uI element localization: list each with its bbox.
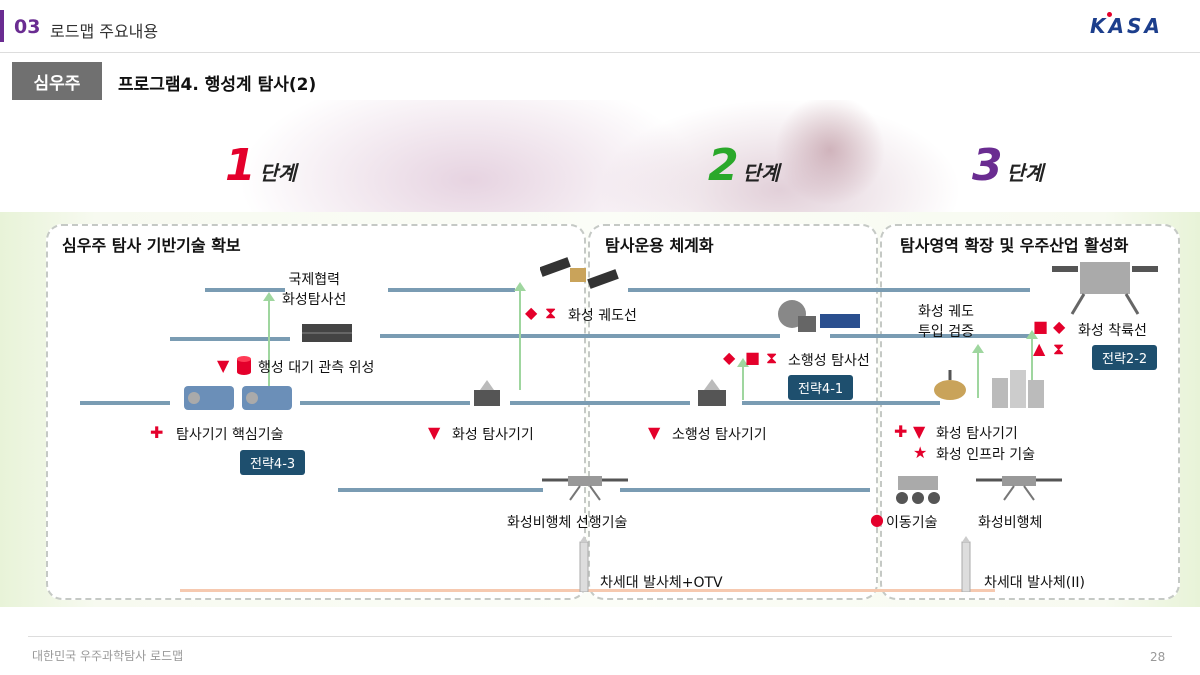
track-line (380, 334, 780, 338)
page-subtitle: 프로그램4. 행성계 탐사(2) (118, 75, 317, 95)
triangle-down-icon: ▼ (648, 423, 661, 442)
hourglass-icon: ⧗ (766, 348, 778, 367)
mars-aircraft-tech-image (542, 476, 628, 501)
header-divider (0, 52, 1200, 53)
stage-3-label: 단계 (1006, 161, 1044, 185)
mars-orbiter-label: 화성 궤도선 (568, 308, 637, 324)
asteroid-instrument-image (698, 379, 726, 406)
orbit-insertion-label: 화성 궤도 투입 검증 (918, 304, 974, 340)
triangle-down-icon: ▼ (217, 356, 230, 375)
header-accent-bar (0, 10, 4, 42)
logo-dot-icon (1107, 12, 1112, 17)
track-line (80, 401, 170, 405)
stage-1-box-title: 심우주 탐사 기반기술 확보 (62, 236, 241, 255)
track-line (620, 488, 870, 492)
track-line (170, 337, 290, 341)
square-icon: ■ (745, 348, 761, 367)
track-line (742, 401, 940, 405)
kasa-logo: KASA (1090, 14, 1163, 38)
mars-lander-image (1052, 262, 1158, 315)
triangle-up-icon: ▲ (1033, 339, 1046, 358)
mars-instrument-label: 화성 탐사기기 (452, 427, 534, 443)
track-line (510, 401, 690, 405)
mars-infra-label: 화성 인프라 기술 (936, 447, 1036, 463)
stage-2-box (588, 224, 878, 600)
asteroid-instrument-label: 소행성 탐사기기 (672, 427, 767, 443)
track-line (300, 401, 470, 405)
asteroid-spacecraft-label: 소행성 탐사선 (788, 353, 870, 369)
mars-aircraft-label: 화성비행체 (978, 515, 1043, 531)
diamond-icon: ◆ (525, 303, 538, 322)
progress-arrow (972, 344, 984, 398)
strategy-2-2-tag: 전략2-2 (1092, 345, 1158, 370)
mars-instrument-image (474, 380, 500, 406)
mars-infra-image (992, 370, 1044, 408)
progress-arrow (1026, 330, 1038, 400)
mars-instrument-label: 화성 탐사기기 (936, 426, 1018, 442)
cylinder-icon (237, 356, 251, 375)
nextgen-otv-label: 차세대 발사체+OTV (600, 575, 723, 591)
stage-1-label: 단계 (259, 161, 297, 185)
atmosphere-satellite-label: 행성 대기 관측 위성 (258, 360, 375, 376)
triangle-down-icon: ▼ (913, 422, 926, 441)
triangle-down-icon: ▼ (428, 423, 441, 442)
mars-lander-label: 화성 착륙선 (1078, 323, 1147, 339)
progress-arrow (737, 358, 749, 400)
star-icon: ★ (913, 443, 928, 462)
strategy-4-3-tag: 전략4-3 (240, 450, 306, 475)
asteroid-spacecraft-image (778, 300, 860, 332)
progress-arrow (263, 292, 275, 396)
stage-1-number: 1 (225, 140, 256, 191)
mars-aircraft-tech-label: 화성비행체 선행기술 (507, 515, 628, 531)
section-title: 로드맵 주요내용 (50, 22, 159, 41)
cubesat-image (302, 324, 352, 342)
stage-3-number: 3 (972, 140, 1003, 191)
section-number: 03 (14, 16, 41, 38)
hourglass-icon: ⧗ (545, 303, 557, 322)
mars-orbiter-image (540, 257, 619, 289)
category-badge: 심우주 (12, 62, 102, 100)
cross-icon: ✚ (150, 423, 164, 442)
space-background (0, 100, 1200, 220)
mobility-tech-label: 이동기술 (886, 515, 938, 531)
track-line (628, 288, 1030, 292)
diamond-icon: ◆ (1053, 317, 1066, 336)
footer-divider (28, 636, 1172, 637)
square-icon: ■ (1033, 317, 1049, 336)
launch-vehicle-2-image (961, 536, 971, 592)
diamond-icon: ◆ (723, 348, 736, 367)
mars-rover-image (896, 476, 940, 504)
mars-aircraft-image (976, 476, 1062, 501)
core-tech-label: 탐사기기 핵심기술 (176, 427, 284, 443)
intl-mars-probe-label: 국제협력 화성탐사선 (282, 272, 347, 308)
stage-2-box-title: 탐사운용 체계화 (605, 236, 714, 255)
strategy-4-1-tag: 전략4-1 (788, 375, 854, 400)
stage-2-label: 단계 (742, 161, 780, 185)
hourglass-icon: ⧗ (1053, 339, 1065, 358)
nextgen-launcher-label: 차세대 발사체(II) (984, 575, 1085, 591)
circle-icon: ● (870, 510, 884, 529)
launch-vehicle-image (579, 536, 589, 592)
page-number: 28 (1150, 650, 1166, 664)
progress-arrow (514, 282, 526, 390)
track-line (388, 288, 515, 292)
track-line (830, 334, 1030, 338)
track-line (338, 488, 543, 492)
stage-1-box (46, 224, 586, 600)
instrument-modules-image (184, 386, 292, 410)
stage-3-box-title: 탐사영역 확장 및 우주산업 활성화 (900, 236, 1129, 255)
stage-2-number: 2 (708, 140, 739, 191)
cross-icon: ✚ (894, 422, 908, 441)
track-line (205, 288, 285, 292)
header: 03 로드맵 주요내용 KASA (0, 0, 1200, 50)
mars-instrument-robot-image (934, 370, 966, 400)
footer-text: 대한민국 우주과학탐사 로드맵 (32, 649, 184, 663)
